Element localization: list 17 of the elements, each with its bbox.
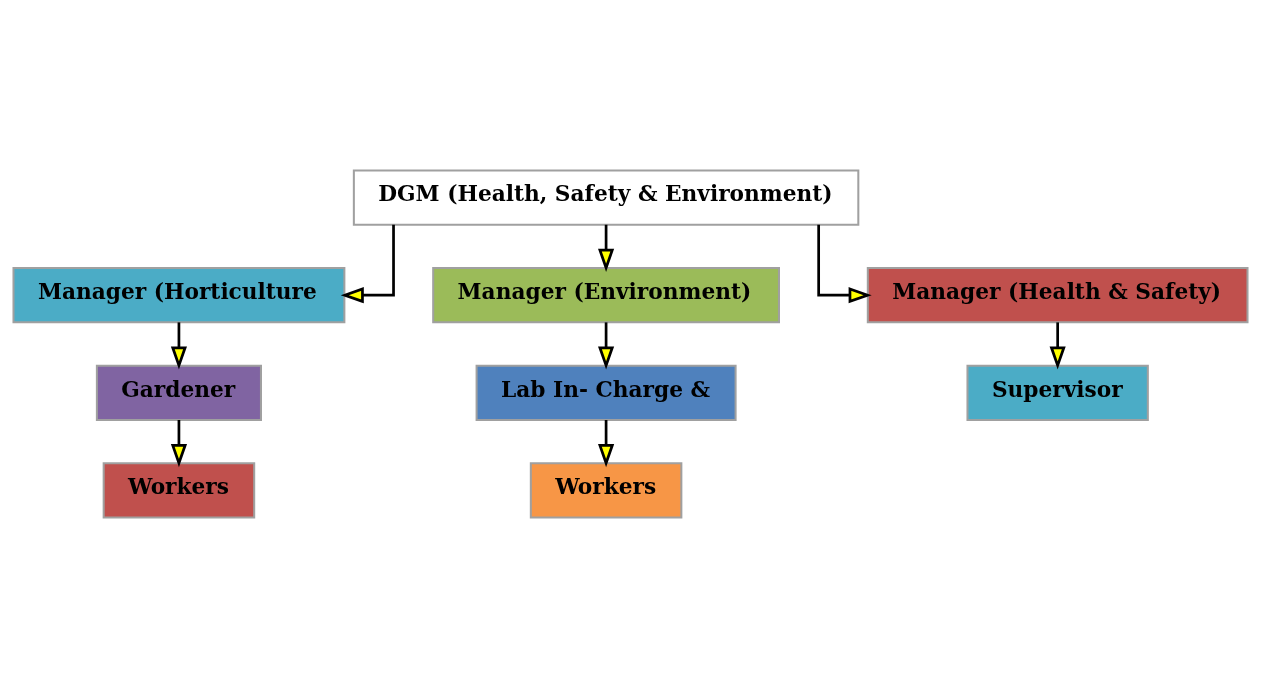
node-box: Lab In- Charge & — [475, 364, 737, 421]
node-box: Manager (Environment) — [432, 266, 780, 323]
arrow — [1049, 321, 1066, 370]
node-box: Workers — [102, 461, 256, 519]
arrow — [598, 419, 615, 467]
node-box: DGM (Health, Safety & Environment) — [352, 168, 860, 226]
node-box: Manager (Horticulture — [12, 266, 346, 323]
arrow — [817, 224, 872, 303]
node-box: Manager (Health & Safety) — [866, 266, 1249, 323]
arrow — [170, 419, 187, 467]
arrow — [598, 321, 615, 370]
arrow — [598, 224, 615, 272]
node-box: Gardener — [95, 364, 262, 421]
node-box: Workers — [529, 461, 683, 519]
arrow — [170, 321, 187, 370]
node-box: Supervisor — [966, 364, 1149, 421]
arrow — [340, 224, 395, 303]
